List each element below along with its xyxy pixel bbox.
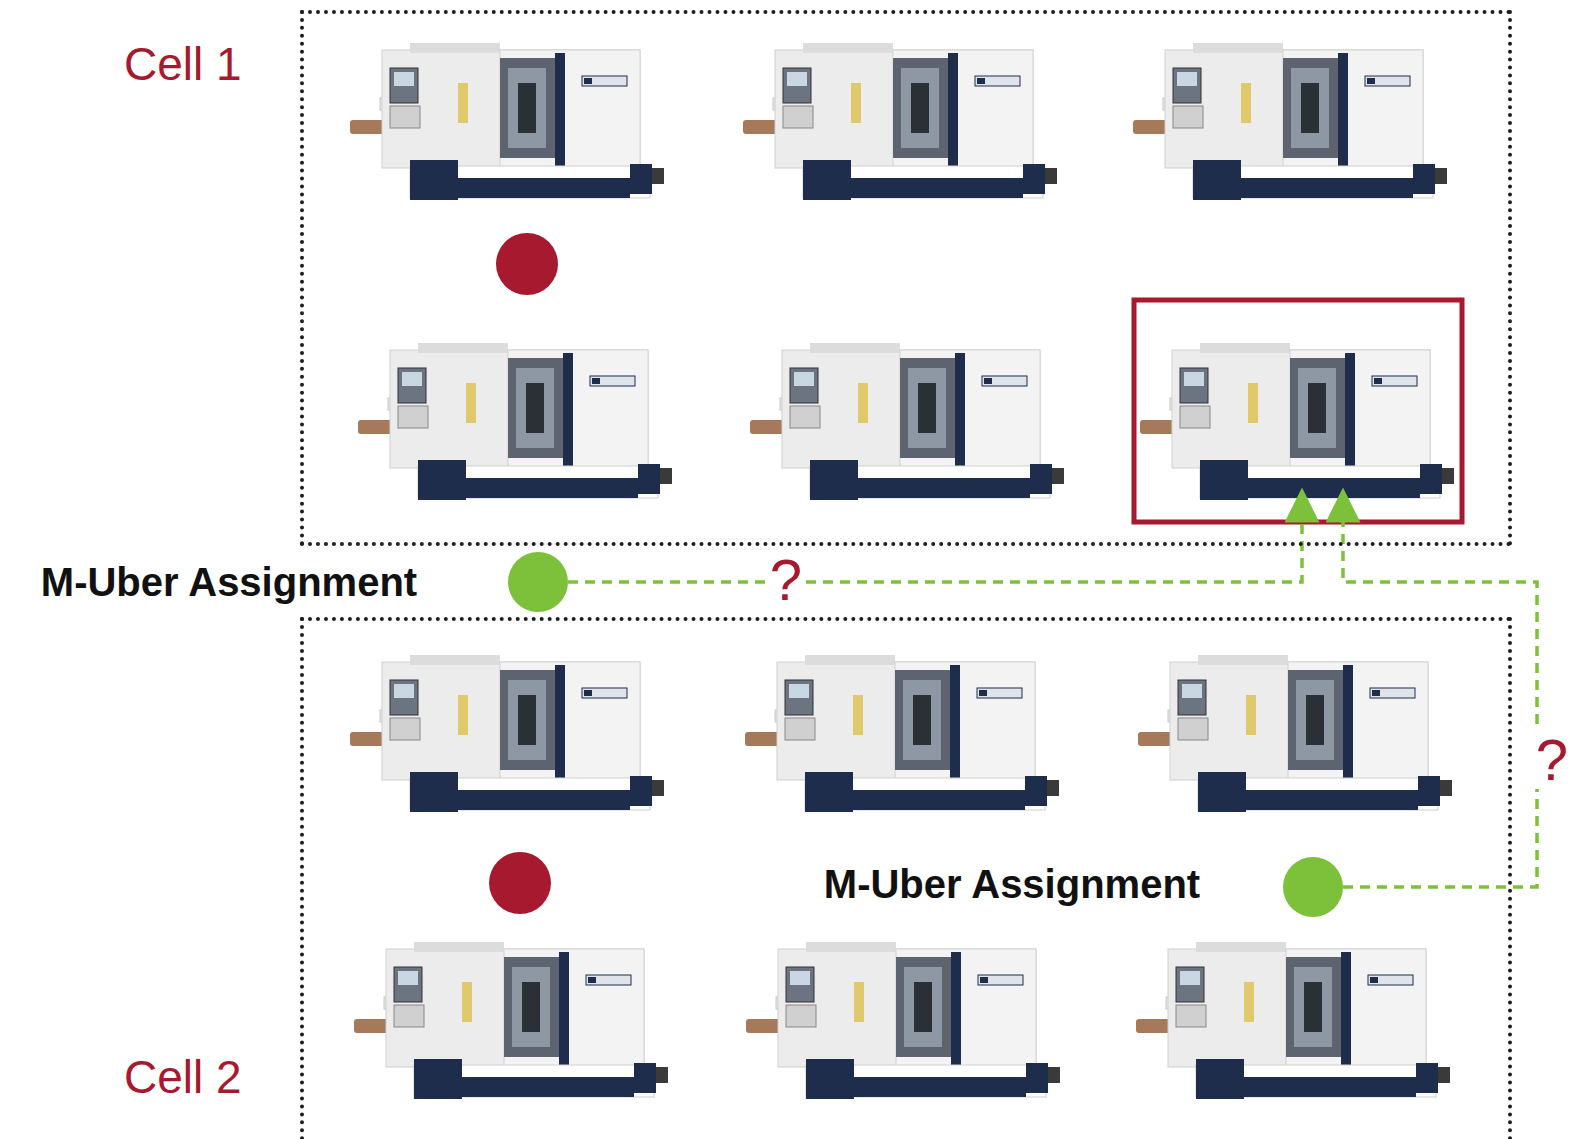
lathe-machines bbox=[350, 43, 1454, 1099]
question-mark: ? bbox=[768, 551, 804, 609]
question-mark: ? bbox=[1534, 731, 1570, 789]
assignment-label: M-Uber Assignment bbox=[38, 561, 420, 603]
cell-region: Cell 1 bbox=[300, 10, 1512, 546]
green-assignment-lines bbox=[568, 505, 1537, 887]
cell-title: Cell 1 bbox=[124, 41, 242, 87]
assignment-label: M-Uber Assignment bbox=[821, 863, 1203, 905]
red-dot bbox=[489, 852, 551, 914]
green-dot bbox=[508, 552, 568, 612]
red-dot bbox=[496, 233, 558, 295]
green-dot bbox=[1283, 857, 1343, 917]
cell-title: Cell 2 bbox=[124, 1054, 242, 1100]
highlight-box bbox=[1134, 300, 1462, 522]
